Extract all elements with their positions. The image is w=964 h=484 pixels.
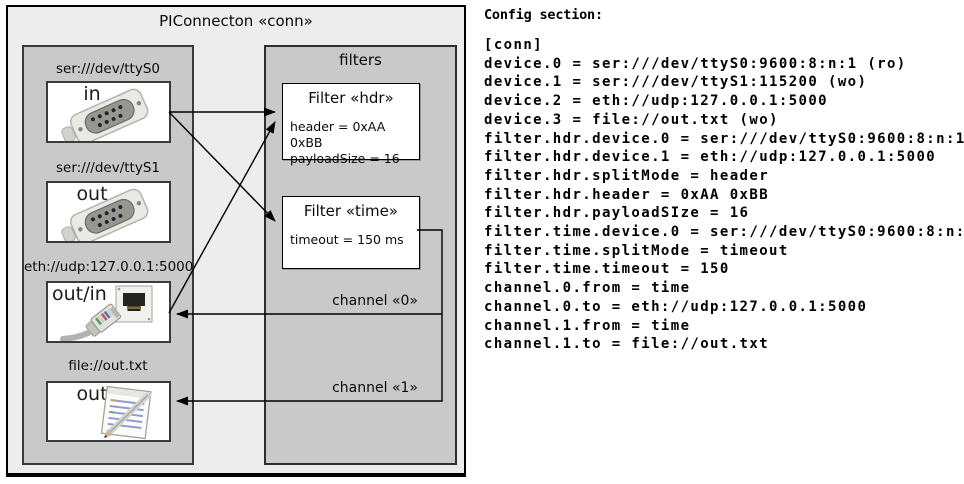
config-text: [conn] device.0 = ser:///dev/ttyS0:9600:… xyxy=(484,37,964,353)
filter-properties: timeout = 150 ms xyxy=(290,232,404,247)
serial-connector-image xyxy=(61,188,149,241)
device-box-eth: out/in xyxy=(46,281,171,343)
filter-title: Filter «hdr» xyxy=(308,89,394,107)
ethernet-connector-image xyxy=(60,285,153,341)
config-panel: Config section: [conn] device.0 = ser://… xyxy=(482,0,964,484)
device-url-label: eth://udp:127.0.0.1:5000 xyxy=(24,259,194,275)
filters-panel: filters Filter «hdr» header = 0xAA 0xBB … xyxy=(264,45,457,465)
device-box-file: out xyxy=(46,381,171,442)
device-direction-label: out xyxy=(76,383,108,405)
filter-title: Filter «time» xyxy=(303,202,399,220)
device-direction-label: out xyxy=(76,183,108,205)
filter-time-box: Filter «time» timeout = 150 ms xyxy=(282,196,420,269)
channel-0-label: channel «0» xyxy=(332,293,418,309)
devices-panel: ser:///dev/ttyS0 in xyxy=(22,45,194,465)
filters-panel-title: filters xyxy=(339,51,382,69)
serial-connector-image xyxy=(61,88,149,141)
device-url-label: ser:///dev/ttyS0 xyxy=(56,61,160,77)
piconnection-box: PIConnecton «conn» ser:///dev/ttyS0 in xyxy=(6,5,466,477)
device-url-label: ser:///dev/ttyS1 xyxy=(56,160,160,176)
device-box-ser0: in xyxy=(46,81,171,143)
filter-properties: header = 0xAA 0xBB payloadSize = 16 xyxy=(290,119,400,166)
device-direction-label: out/in xyxy=(52,283,107,305)
notepad-pencil-image xyxy=(100,386,152,440)
device-url-label: file://out.txt xyxy=(68,358,148,374)
channel-1-label: channel «1» xyxy=(332,380,418,396)
diagram-title: PIConnecton «conn» xyxy=(159,12,313,30)
device-box-ser1: out xyxy=(46,181,171,243)
pencil-glyph xyxy=(104,392,151,438)
device-direction-label: in xyxy=(83,83,101,105)
filter-hdr-box: Filter «hdr» header = 0xAA 0xBB payloadS… xyxy=(282,83,420,166)
config-heading: Config section: xyxy=(484,7,603,23)
